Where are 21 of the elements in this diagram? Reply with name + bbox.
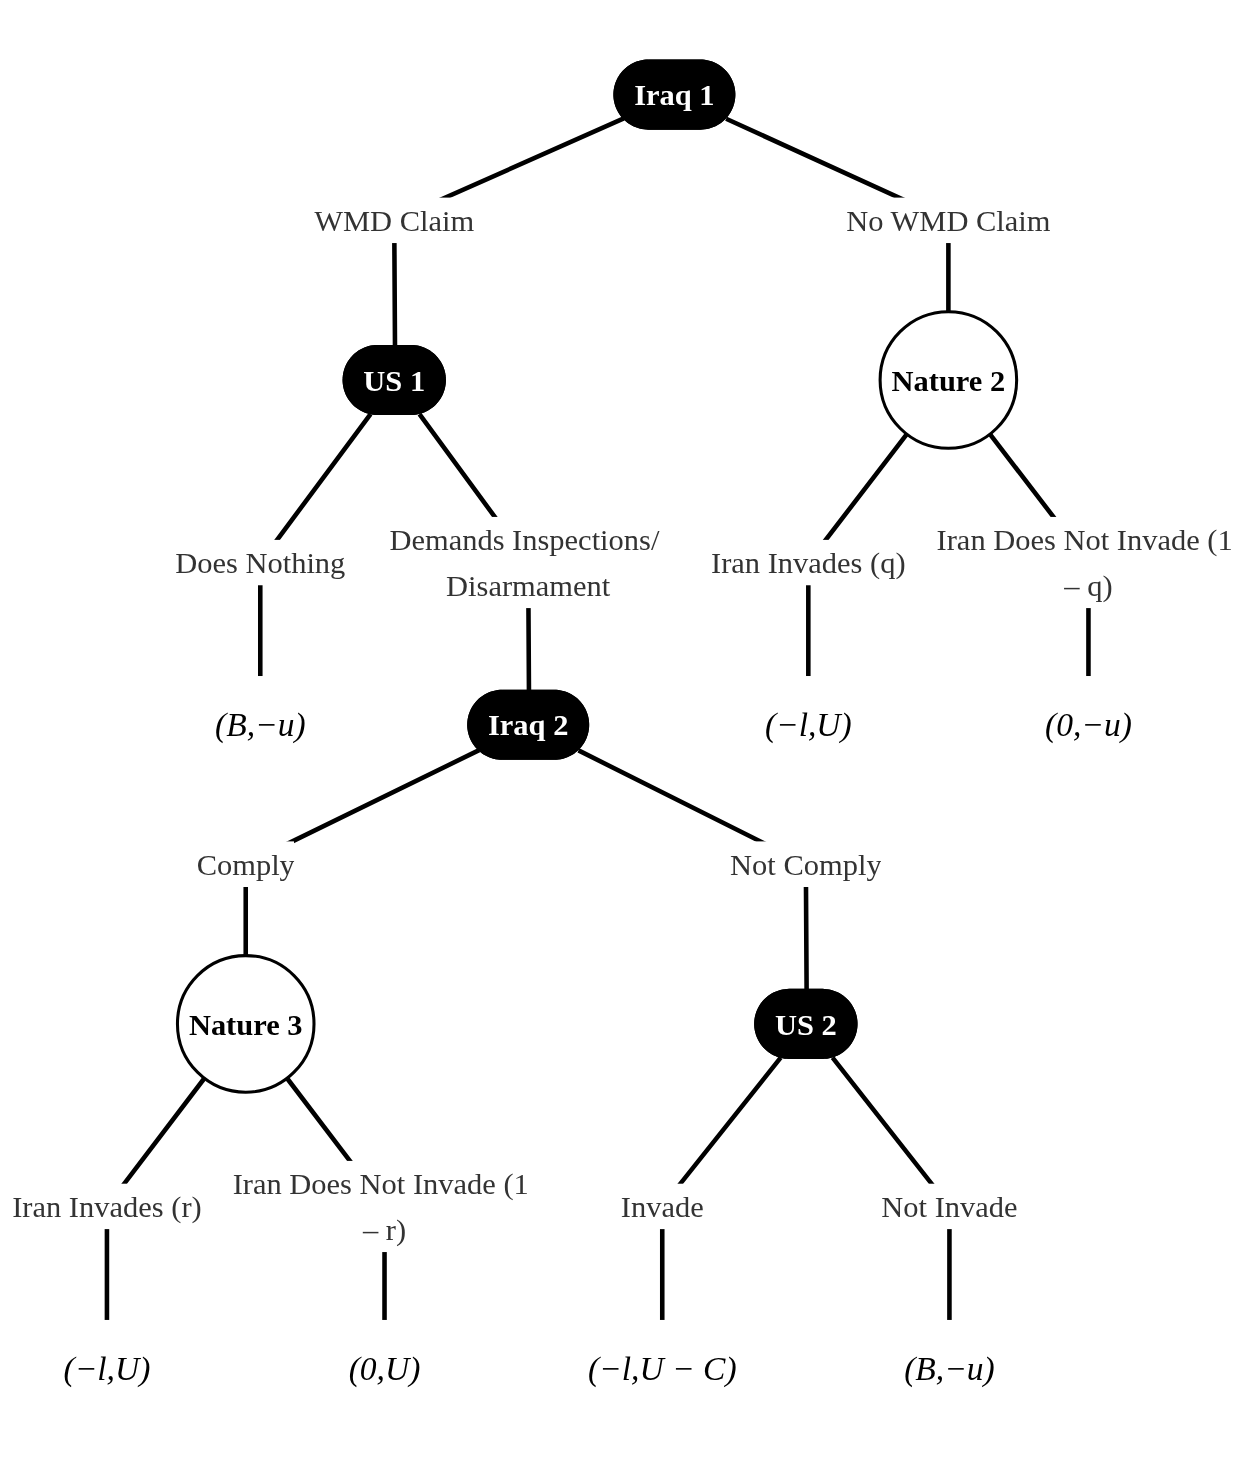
edge-label: No WMD Claim <box>846 203 1051 238</box>
edge-label: Not Invade <box>881 1189 1018 1224</box>
node-text: (B,−u) <box>904 1349 995 1388</box>
node-text: (0,U) <box>348 1349 421 1388</box>
node-text: (−l,U − C) <box>587 1349 737 1388</box>
edge-label: WMD Claim <box>314 203 475 238</box>
node-text: (−l,U) <box>764 705 852 744</box>
edge-label: Comply <box>196 847 295 881</box>
edge-label: Not Comply <box>730 847 882 881</box>
edge-label: Iran Does Not Invade (1 – r) <box>232 1166 529 1247</box>
edge-label: Iran Invades (r) <box>12 1189 202 1224</box>
edge-label: Does Nothing <box>175 545 346 580</box>
node-text: (−l,U) <box>63 1349 151 1388</box>
edge-label: Demands Inspections/ Disarmament <box>389 522 660 603</box>
edge-label: Iran Does Not Invade (1 – q) <box>936 522 1233 603</box>
node-text: (0,−u) <box>1045 705 1132 744</box>
edge-label: Iran Invades (q) <box>711 545 906 580</box>
node-circle: Nature 2 <box>878 310 1019 450</box>
edge-label: Invade <box>620 1189 704 1224</box>
node-text: (B,−u) <box>215 705 306 744</box>
node-circle: Nature 3 <box>175 954 316 1094</box>
